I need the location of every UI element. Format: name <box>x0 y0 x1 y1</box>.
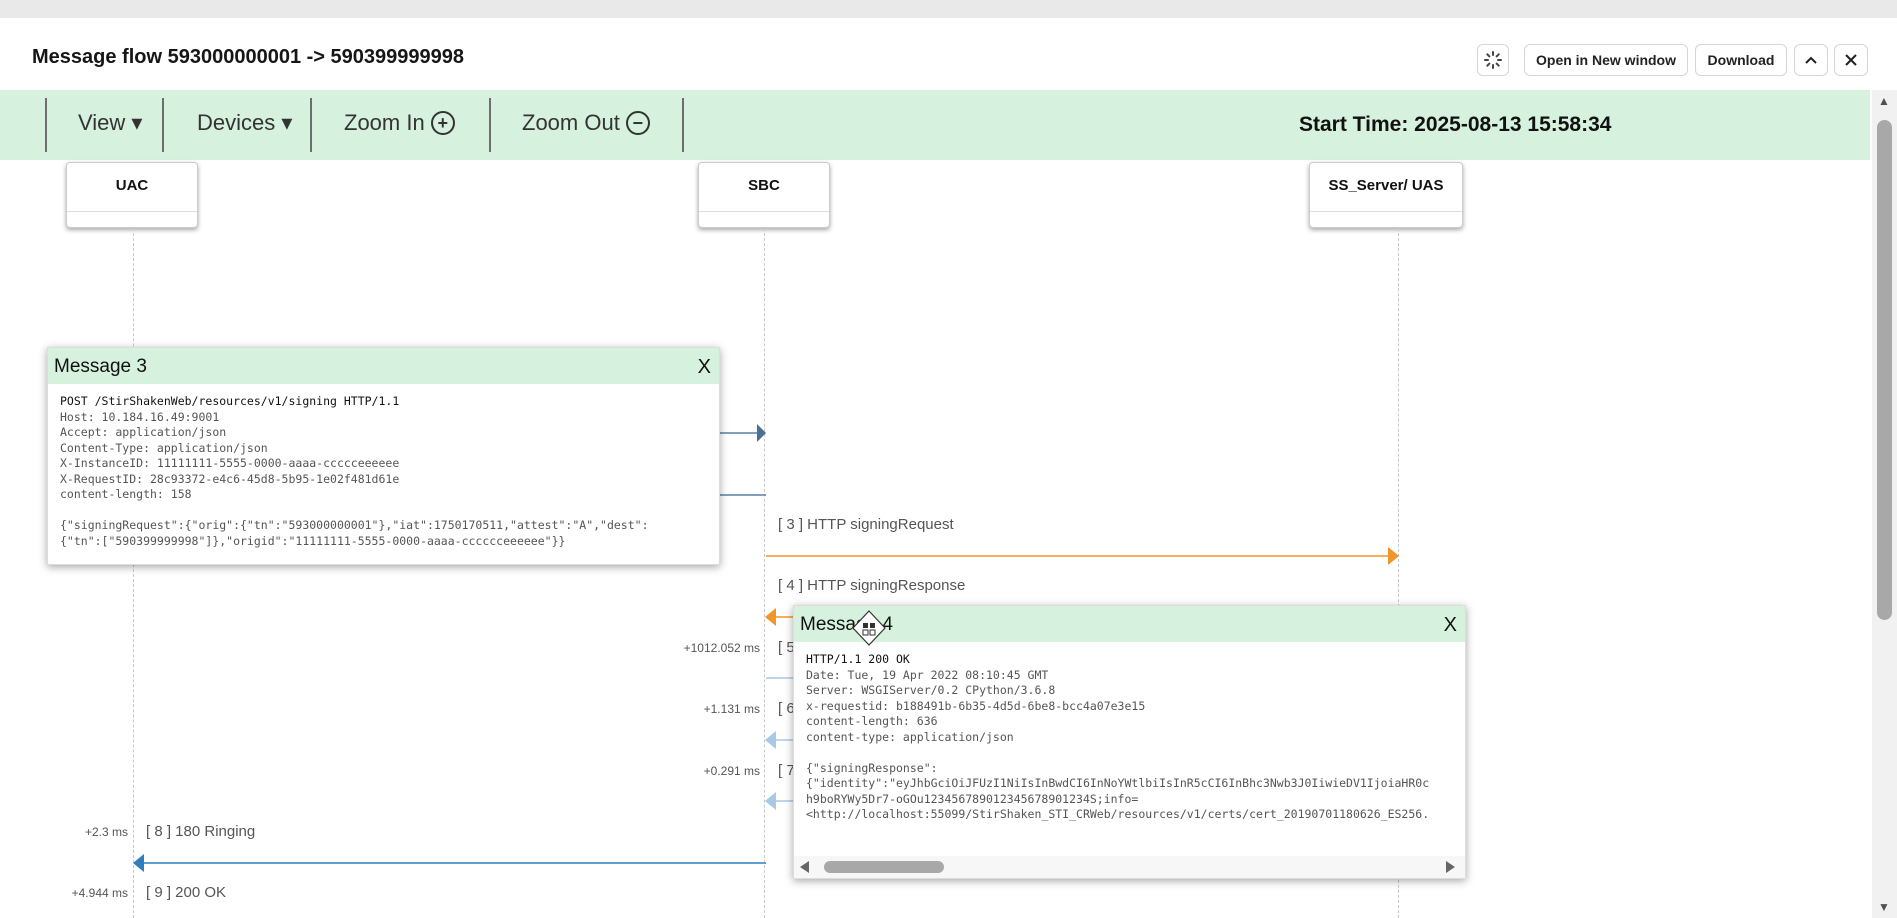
popup-body: Host: 10.184.16.49:9001 Accept: applicat… <box>60 409 649 548</box>
message-3-popup: Message 3 X POST /StirShakenWeb/resource… <box>47 347 720 565</box>
scroll-right-icon[interactable] <box>1445 861 1455 873</box>
message-time-5: +1012.052 ms <box>683 641 760 655</box>
popup-body: Date: Tue, 19 Apr 2022 08:10:45 GMT Serv… <box>806 667 1430 822</box>
toolbar-divider <box>162 98 164 152</box>
lifeline-sbc[interactable]: SBC <box>698 162 830 228</box>
toolbar-divider <box>489 98 491 152</box>
toolbar-divider <box>682 98 684 152</box>
move-cursor-icon <box>852 610 886 646</box>
message-label-3[interactable]: [ 3 ] HTTP signingRequest <box>778 516 954 533</box>
popup-header[interactable]: Message 3 X <box>48 348 719 384</box>
chevron-up-icon <box>1805 56 1817 64</box>
lifeline-sbc-line <box>764 228 765 918</box>
spinner-icon <box>1484 51 1502 69</box>
message-time-8: +2.3 ms <box>84 825 128 839</box>
lifeline-ss-server-line <box>1398 228 1399 918</box>
message-label-6[interactable]: [ 6 <box>778 700 795 717</box>
toolbar-divider <box>310 98 312 152</box>
scroll-thumb[interactable] <box>824 861 944 873</box>
view-menu[interactable]: View ▾ <box>78 110 143 135</box>
message-label-9[interactable]: [ 9 ] 200 OK <box>146 884 227 901</box>
download-button[interactable]: Download <box>1695 44 1787 76</box>
arrow-msg4[interactable] <box>765 608 795 626</box>
arrow-msg6[interactable] <box>765 731 795 749</box>
arrow-msg7[interactable] <box>765 792 795 810</box>
vertical-scrollbar[interactable]: ▲ ▼ <box>1872 90 1897 918</box>
loading-spinner-button[interactable] <box>1477 44 1509 76</box>
message-label-4[interactable]: [ 4 ] HTTP signingResponse <box>778 577 966 594</box>
message-time-7: +0.291 ms <box>703 764 760 778</box>
zoom-out-label: Zoom Out <box>522 110 620 135</box>
popup-horizontal-scrollbar[interactable] <box>794 856 1465 878</box>
message-time-9: +4.944 ms <box>71 886 128 900</box>
popup-status-line: HTTP/1.1 200 OK <box>806 652 910 666</box>
zoom-in-label: Zoom In <box>344 110 425 135</box>
dialog-title: Message flow 593000000001 -> 59039999999… <box>32 46 465 68</box>
close-icon <box>1845 54 1857 66</box>
lifeline-label: UAC <box>115 177 149 194</box>
scroll-up-icon[interactable]: ▲ <box>1878 94 1890 108</box>
popup-close-button[interactable]: X <box>697 356 711 378</box>
arrow-msg3[interactable] <box>766 547 1399 565</box>
message-label-5[interactable]: [ 5 <box>778 639 795 656</box>
plus-circle-icon: + <box>430 111 455 135</box>
top-strip <box>0 0 1897 18</box>
scroll-down-icon[interactable]: ▼ <box>1878 900 1890 914</box>
scroll-thumb[interactable] <box>1877 120 1892 620</box>
message-label-8[interactable]: [ 8 ] 180 Ringing <box>146 823 256 840</box>
arrow-msg8[interactable] <box>133 854 766 872</box>
message-4-popup: Message 4 X HTTP/1.1 200 OK Date: Tue, 1… <box>793 605 1466 879</box>
lifeline-uac[interactable]: UAC <box>66 162 198 228</box>
lifeline-label: SBC <box>748 177 780 194</box>
dialog-header: Message flow 593000000001 -> 59039999999… <box>0 18 1897 90</box>
popup-close-button[interactable]: X <box>1443 614 1457 636</box>
minus-circle-icon: − <box>625 111 650 135</box>
zoom-out-button[interactable]: Zoom Out − <box>522 110 650 136</box>
popup-header[interactable]: Message 4 X <box>794 606 1465 642</box>
start-time: Start Time: 2025-08-13 15:58:34 <box>1299 113 1612 136</box>
message-label-7[interactable]: [ 7 <box>778 762 795 779</box>
devices-menu[interactable]: Devices ▾ <box>197 110 293 135</box>
close-dialog-button[interactable] <box>1834 44 1868 76</box>
open-new-window-button[interactable]: Open in New window <box>1524 44 1688 76</box>
popup-title: Message 3 <box>54 356 147 377</box>
scroll-left-icon[interactable] <box>800 861 810 873</box>
lifeline-label: SS_Server/ UAS <box>1328 177 1444 194</box>
popup-request-line: POST /StirShakenWeb/resources/v1/signing… <box>60 394 400 408</box>
toolbar: View ▾ Devices ▾ Zoom In + Zoom Out − St… <box>0 90 1870 160</box>
lifeline-uac-line <box>133 228 134 918</box>
collapse-button[interactable] <box>1794 44 1828 76</box>
zoom-in-button[interactable]: Zoom In + <box>344 110 455 136</box>
message-time-6: +1.131 ms <box>703 702 760 716</box>
lifeline-ss-server-uas[interactable]: SS_Server/ UAS <box>1309 162 1463 228</box>
toolbar-divider <box>45 98 47 152</box>
